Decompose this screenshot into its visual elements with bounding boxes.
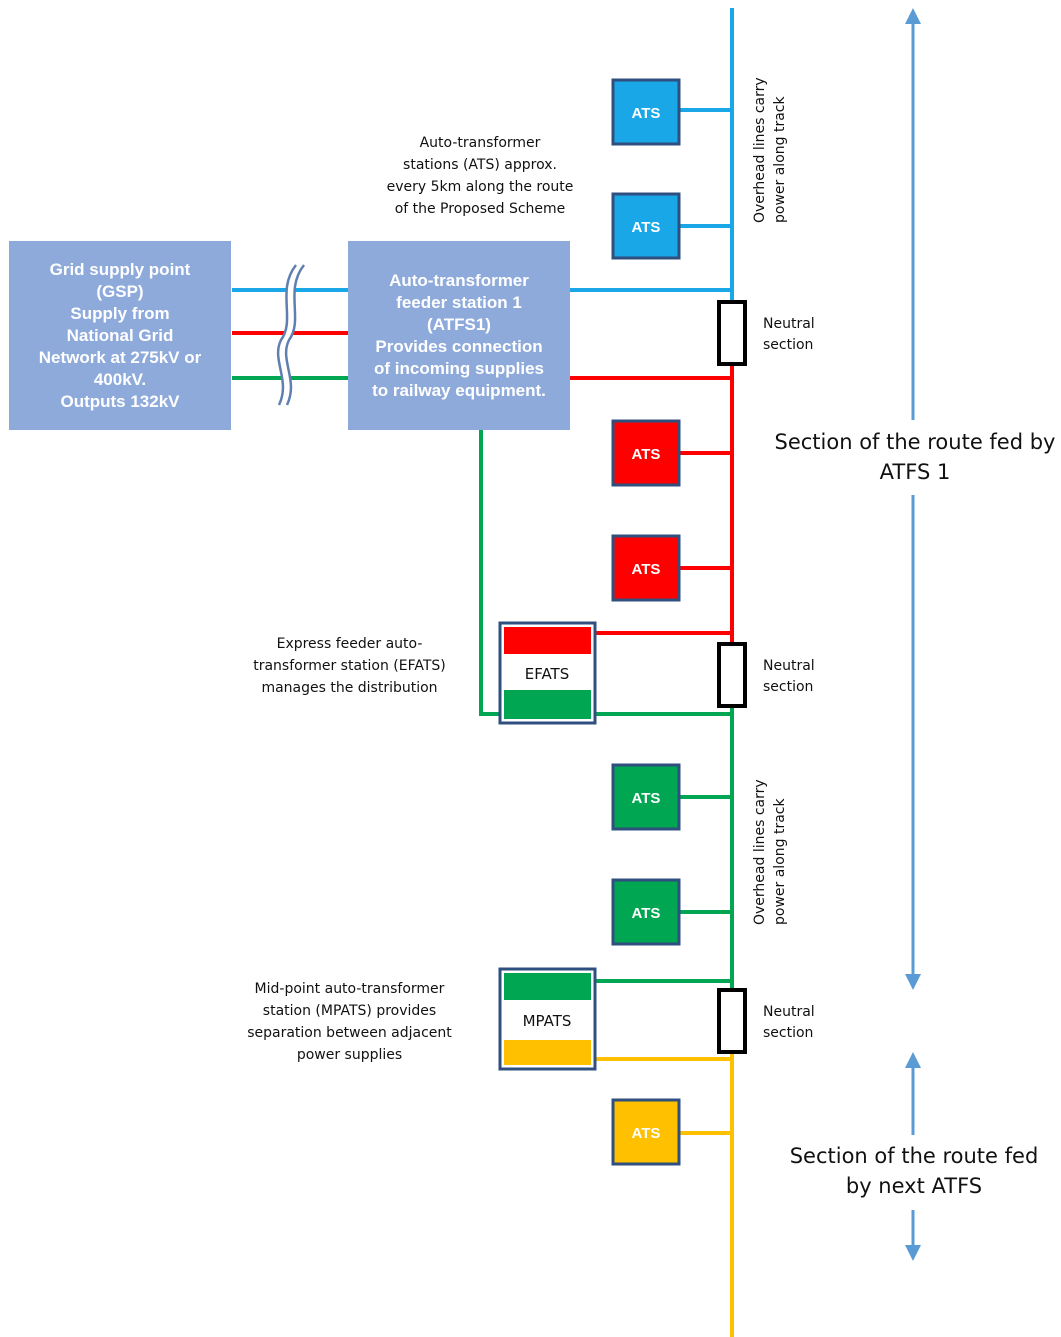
ats-station-4: ATS: [611, 534, 681, 602]
gsp-text: Grid supply point (GSP) Supply from Nati…: [38, 259, 202, 411]
neutral-section-1: [717, 300, 747, 366]
ats-label: ATS: [632, 105, 661, 122]
atfs1-section-arrow: [905, 8, 921, 990]
next-atfs-section-label: Section of the route fed by next ATFS: [784, 1141, 1044, 1201]
line-break-mask: [277, 262, 304, 407]
mpats-label: MPATS: [523, 1012, 572, 1030]
neutral-section-2: [717, 642, 747, 708]
atfs1-section-label: Section of the route fed by ATFS 1: [770, 427, 1060, 487]
ats-station-6: ATS: [611, 878, 681, 946]
line-break-symbol: [276, 264, 297, 406]
mpats-note: Mid-point auto-transformer station (MPAT…: [247, 981, 452, 1063]
ats-station-3: ATS: [611, 419, 681, 487]
green-feeder-line: [479, 430, 500, 716]
ats-station-2: ATS: [611, 192, 681, 260]
ats-label: ATS: [632, 561, 661, 578]
atfs1-text: Auto-transformer feeder station 1 (ATFS1…: [372, 270, 546, 400]
ats-station-7: ATS: [611, 1098, 681, 1166]
ats-label: ATS: [632, 219, 661, 236]
ats-label: ATS: [632, 1125, 661, 1142]
gsp-box: Grid supply point (GSP) Supply from Nati…: [9, 241, 231, 430]
ats-station-5: ATS: [611, 763, 681, 831]
neutral-section-label-3: Neutral section: [763, 1004, 815, 1041]
efats-label: EFATS: [525, 665, 570, 683]
ats-note: Auto-transformer stations (ATS) approx. …: [386, 135, 574, 217]
ats-label: ATS: [632, 446, 661, 463]
ats-label: ATS: [632, 790, 661, 807]
neutral-section-label-1: Neutral section: [763, 316, 815, 353]
neutral-section-label-2: Neutral section: [763, 658, 815, 695]
efats-note: Express feeder auto- transformer station…: [253, 636, 446, 696]
mpats-station: MPATS: [498, 967, 597, 1071]
overhead-note-bottom: Overhead lines carry power along track: [752, 779, 788, 925]
efats-station: EFATS: [498, 621, 597, 725]
ats-label: ATS: [632, 905, 661, 922]
ats-station-1: ATS: [611, 78, 681, 146]
overhead-note-top: Overhead lines carry power along track: [752, 77, 788, 223]
next-section-arrow: [905, 1052, 921, 1261]
neutral-section-3: [717, 988, 747, 1054]
atfs1-box: Auto-transformer feeder station 1 (ATFS1…: [348, 241, 570, 430]
